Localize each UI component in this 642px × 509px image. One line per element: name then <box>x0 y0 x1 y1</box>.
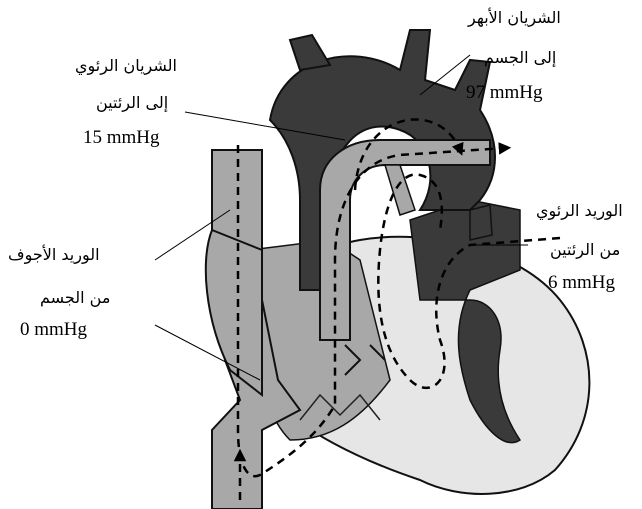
pulmonary-artery-pressure-label: 15 mmHg <box>83 128 160 147</box>
pulmonary-vein-vessel <box>470 205 492 240</box>
vena-cava-pressure-label: 0 mmHg <box>20 320 87 339</box>
pulmonary-artery-branch <box>385 165 415 215</box>
aortic-branch-1 <box>290 35 330 70</box>
vena-cava-source-label: من الجسم <box>40 290 110 306</box>
aorta-name-label: الشريان الأبهر <box>468 10 561 26</box>
pulmonary-artery-destination-label: إلى الرئتين <box>96 95 168 111</box>
vena-cava-name-label: الوريد الأجوف <box>8 247 100 263</box>
pulmonary-artery-name-label: الشريان الرئوي <box>75 58 177 74</box>
pulmonary-vein-pressure-label: 6 mmHg <box>548 273 615 292</box>
pulmonary-vein-name-label: الوريد الرئوي <box>536 203 623 219</box>
pulmonary-vein-source-label: من الرئتين <box>550 242 620 258</box>
aorta-destination-label: إلى الجسم <box>484 50 556 66</box>
aorta-pressure-label: 97 mmHg <box>466 83 543 102</box>
right-atrium <box>206 230 262 395</box>
